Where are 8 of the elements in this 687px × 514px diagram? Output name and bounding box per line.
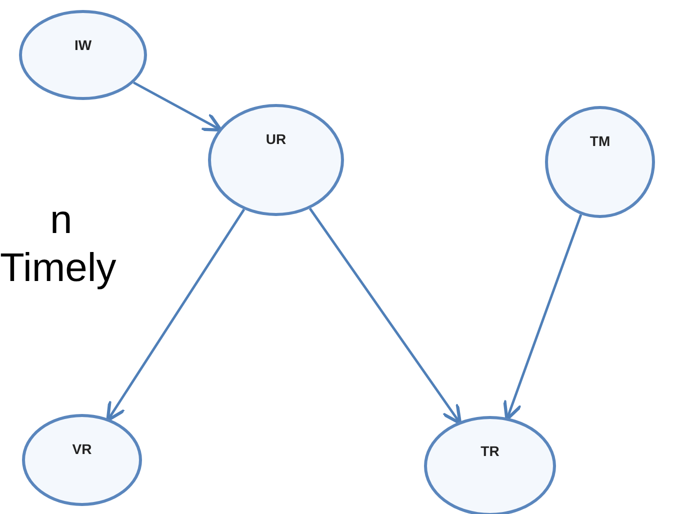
node-label: VR: [72, 440, 92, 459]
node-label: IW: [74, 36, 92, 55]
text-fragment: Timely: [0, 248, 116, 288]
node-label: UR: [266, 130, 286, 149]
node-label: TR: [480, 442, 500, 461]
text-fragment: n: [50, 200, 72, 240]
arrow: [133, 81, 222, 132]
node-label: TM: [590, 132, 610, 151]
